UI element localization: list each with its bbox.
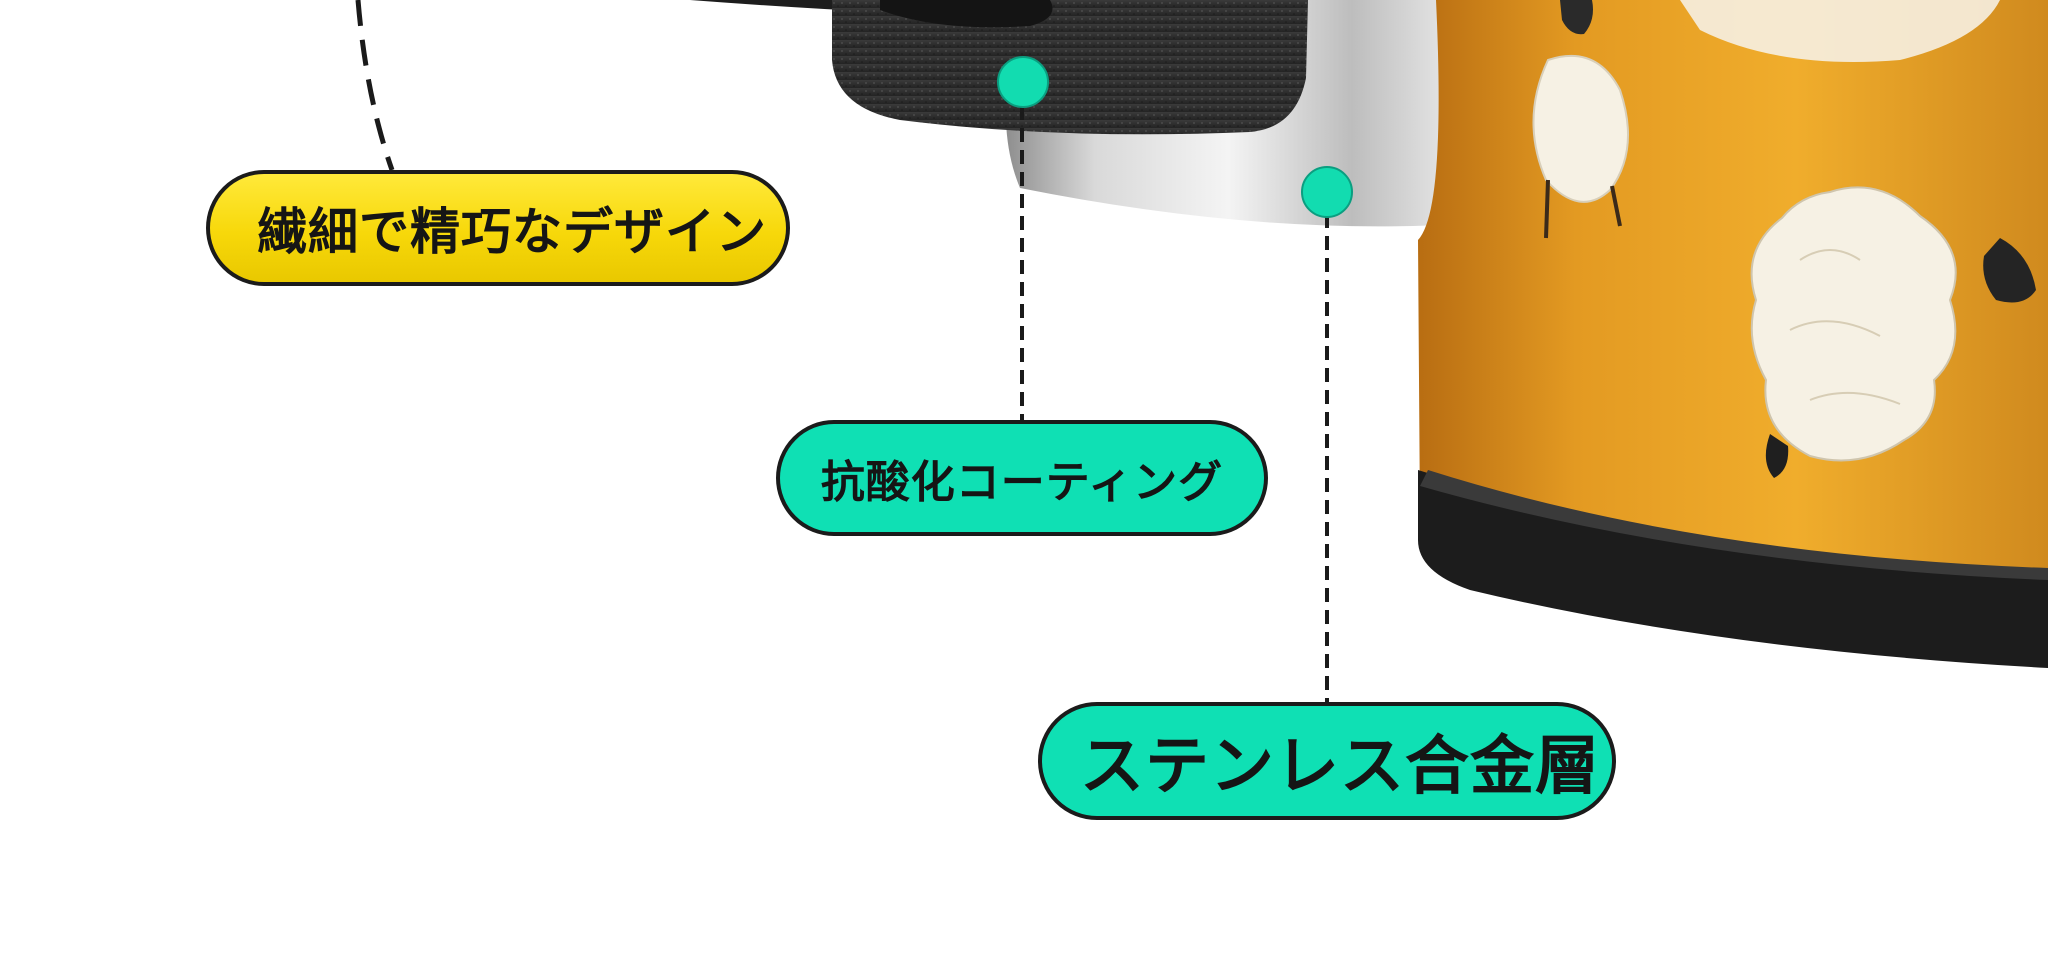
dashed-arc-line [355, 0, 395, 171]
callout-design-label: 繊細で精巧なデザイン [206, 170, 790, 286]
foam-gasket [832, 0, 1308, 135]
callout-layer-label: ステンレス合金層 [1038, 702, 1616, 820]
callout-dot-marker [997, 56, 1049, 108]
sheep-illustration [1532, 0, 2000, 239]
sheep-illustration [1750, 186, 2036, 478]
callout-dot-marker [1301, 166, 1353, 218]
callout-coating-label: 抗酸化コーティング [776, 420, 1268, 536]
